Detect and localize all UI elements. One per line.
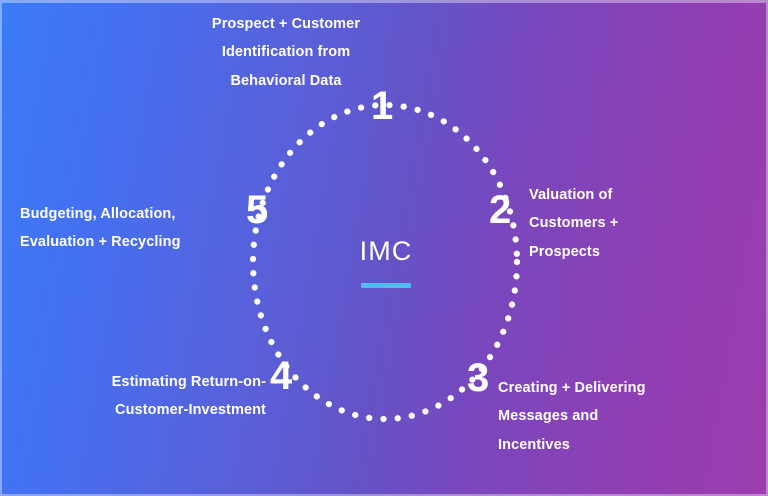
step-label-2: Valuation of Customers + Prospects [529,187,619,260]
step-number-2: 2 [489,188,511,232]
step-label-5: Budgeting, Allocation, Evaluation + Recy… [20,206,181,251]
step-number-3: 3 [467,356,489,400]
step-label-1: Prospect + Customer Identification from … [211,16,361,89]
title-underline [361,283,411,288]
center-label-group: IMC [300,238,472,288]
step-label-3: Creating + Delivering Messages and Incen… [498,380,646,453]
page-title: IMC [359,236,413,266]
step-label-4: Estimating Return-on- Customer-Investmen… [111,374,266,419]
step-number-5: 5 [246,188,268,232]
step-number-1: 1 [371,84,393,128]
step-number-4: 4 [270,354,292,398]
